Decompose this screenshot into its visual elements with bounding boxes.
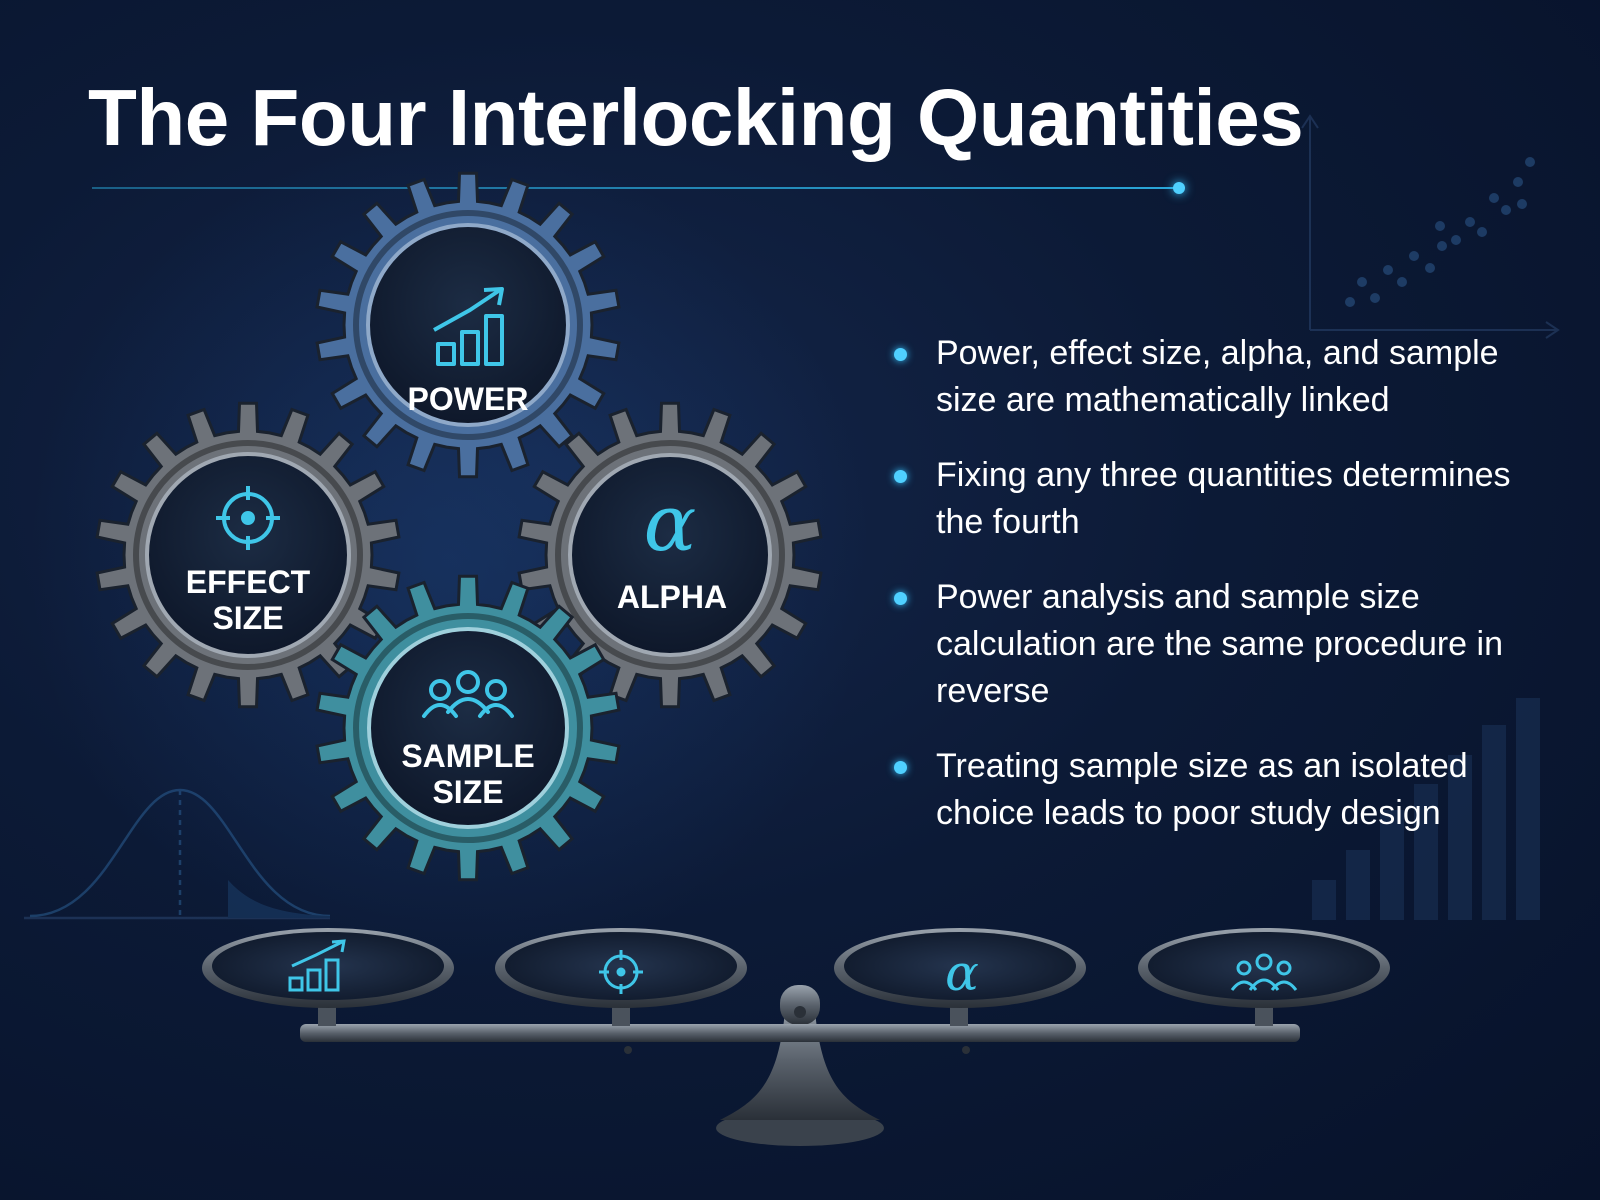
scale-pan-alpha: α xyxy=(834,928,1086,1026)
gear-label-power: POWER xyxy=(408,381,529,417)
scale-pan-sample-size xyxy=(1138,928,1390,1026)
bullet-item: Power analysis and sample size calculati… xyxy=(892,574,1532,715)
people-group-icon xyxy=(1230,953,1298,991)
bar-chart-up-arrow-icon xyxy=(288,939,346,992)
title-underline-dot xyxy=(1173,182,1185,194)
bullet-dot xyxy=(894,470,907,483)
gear-label-effect-line1: EFFECT xyxy=(186,564,311,600)
sample-size-gear-ring xyxy=(353,613,583,843)
gear-label-alpha: ALPHA xyxy=(617,579,727,615)
alpha-gear-ring xyxy=(555,440,785,670)
bullet-item: Treating sample size as an isolated choi… xyxy=(892,743,1532,837)
scatter-plot-icon xyxy=(1301,114,1560,339)
bullet-dot xyxy=(894,761,907,774)
gear-label-effect-line2: SIZE xyxy=(212,600,283,636)
bullet-item: Fixing any three quantities determines t… xyxy=(892,452,1532,546)
alpha-symbol-icon: α xyxy=(945,944,979,1002)
bullet-text: Fixing any three quantities determines t… xyxy=(936,456,1511,541)
bullet-dot xyxy=(894,592,907,605)
gear-label-sample-line2: SIZE xyxy=(432,774,503,810)
scale-pan-power xyxy=(202,928,454,1026)
effect-size-gear: EFFECT SIZE xyxy=(145,452,351,658)
people-group-icon xyxy=(422,670,514,718)
crosshair-target-icon xyxy=(216,486,280,550)
page-title: The Four Interlocking Quantities xyxy=(88,73,1304,162)
bar-chart-up-arrow-icon xyxy=(433,287,504,366)
gear-cluster xyxy=(95,171,823,882)
bullet-dot xyxy=(894,348,907,361)
power-gear-ring xyxy=(353,210,583,440)
crosshair-target-icon xyxy=(599,950,643,994)
bullet-text: Power, effect size, alpha, and sample si… xyxy=(936,334,1499,419)
alpha-gear: α ALPHA xyxy=(568,453,772,657)
effect-size-gear-ring xyxy=(133,440,363,670)
sample-size-gear: SAMPLE SIZE xyxy=(367,627,569,829)
bullet-list: Power, effect size, alpha, and sample si… xyxy=(892,330,1532,865)
bullet-text: Treating sample size as an isolated choi… xyxy=(936,747,1468,832)
power-gear: POWER xyxy=(366,223,570,427)
bullet-item: Power, effect size, alpha, and sample si… xyxy=(892,330,1532,424)
bar-chart-decoration-icon xyxy=(1312,698,1540,920)
alpha-symbol-icon: α xyxy=(644,479,697,569)
balance-scale: α xyxy=(202,928,1390,1146)
gear-label-sample-line1: SAMPLE xyxy=(401,738,534,774)
bullet-text: Power analysis and sample size calculati… xyxy=(936,578,1503,710)
scale-pan-effect-size xyxy=(495,928,747,1026)
